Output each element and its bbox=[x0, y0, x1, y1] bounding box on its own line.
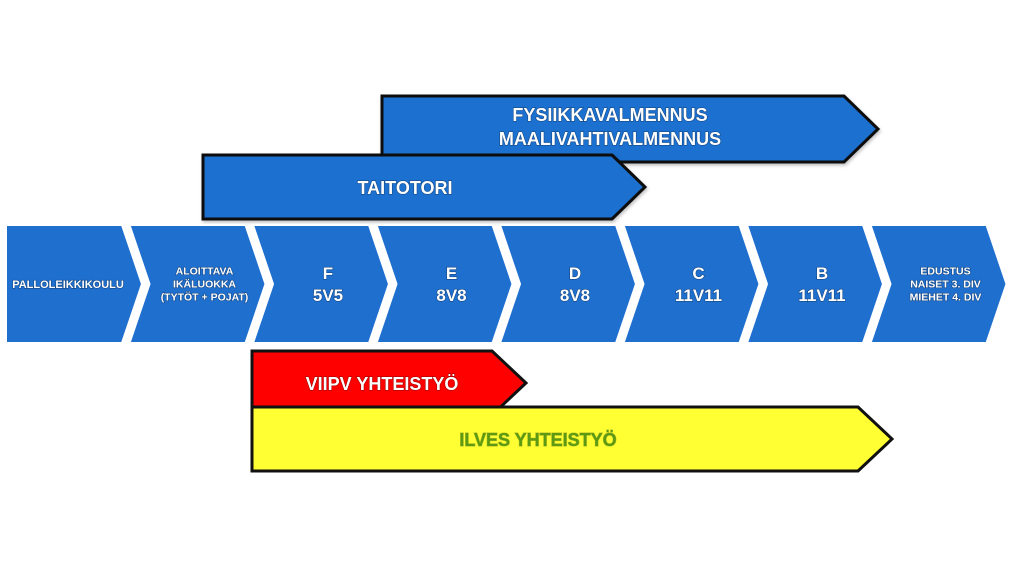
viipv-label: VIIPV YHTEISTYÖ bbox=[306, 374, 459, 394]
stage-label-line: C bbox=[692, 264, 704, 283]
stage-chevron-row: PALLOLEIKKIKOULU ALOITTAVAIKÄLUOKKA(TYTÖT… bbox=[5, 224, 1008, 344]
stage-chevron-shape bbox=[128, 224, 267, 344]
stage-chevron-shape bbox=[622, 224, 761, 344]
stage-label-line: 8V8 bbox=[436, 286, 466, 305]
stage-label-line: B bbox=[816, 264, 828, 283]
stage-label-line: ALOITTAVA bbox=[176, 266, 234, 278]
stage-label-line: E bbox=[446, 264, 457, 283]
stage-chevron-shape bbox=[498, 224, 638, 344]
stage-label-line: 8V8 bbox=[560, 286, 590, 305]
stage-label-line: 11V11 bbox=[798, 286, 845, 305]
taitotori-bar: TAITOTORI bbox=[201, 153, 648, 221]
stage-chevron-shape bbox=[375, 224, 514, 344]
stage-label-line: NAISET 3. DIV bbox=[910, 279, 981, 291]
stage-chevron: C 11V11 bbox=[622, 224, 761, 344]
maalivahti-label: MAALIVAHTIVALMENNUS bbox=[499, 129, 721, 149]
stage-label-line: IKÄLUOKKA bbox=[173, 278, 236, 291]
fysiikka-label: FYSIIKKAVALMENNUS bbox=[512, 105, 707, 125]
taitotori-label: TAITOTORI bbox=[357, 178, 452, 198]
ilves-bar: ILVES YHTEISTYÖ bbox=[250, 405, 895, 473]
stage-label-line: EDUSTUS bbox=[920, 266, 970, 278]
stage-label-line: PALLOLEIKKIKOULU bbox=[12, 279, 124, 291]
viipv-bar: VIIPV YHTEISTYÖ bbox=[250, 349, 529, 417]
stage-label-line: 5V5 bbox=[313, 286, 343, 305]
stage-chevron: E 8V8 bbox=[375, 224, 514, 344]
stage-chevron-shape bbox=[869, 224, 1008, 344]
stage-chevron: PALLOLEIKKIKOULU bbox=[5, 224, 144, 344]
stage-label-line: F bbox=[323, 264, 333, 283]
stage-chevron-shape bbox=[251, 224, 391, 344]
ilves-arrow-shape bbox=[250, 405, 895, 473]
stage-label-line: D bbox=[569, 264, 581, 283]
fysiikka-bar: FYSIIKKAVALMENNUS MAALIVAHTIVALMENNUS bbox=[380, 94, 881, 164]
stage-label-line: 11V11 bbox=[675, 286, 722, 305]
ilves-label: ILVES YHTEISTYÖ bbox=[459, 430, 616, 450]
stage-chevron-shape bbox=[745, 224, 885, 344]
stage-label-line: MIEHET 4. DIV bbox=[910, 292, 982, 304]
stage-label-line: (TYTÖT + POJAT) bbox=[161, 291, 249, 304]
stage-chevron: B 11V11 bbox=[745, 224, 885, 344]
taitotori-arrow-shape bbox=[201, 153, 648, 221]
stage-chevron-shape bbox=[5, 224, 144, 344]
stage-chevron: D 8V8 bbox=[498, 224, 638, 344]
viipv-arrow-shape bbox=[250, 349, 529, 417]
fysiikka-arrow-shape bbox=[380, 94, 881, 164]
stage-chevron: F 5V5 bbox=[251, 224, 391, 344]
